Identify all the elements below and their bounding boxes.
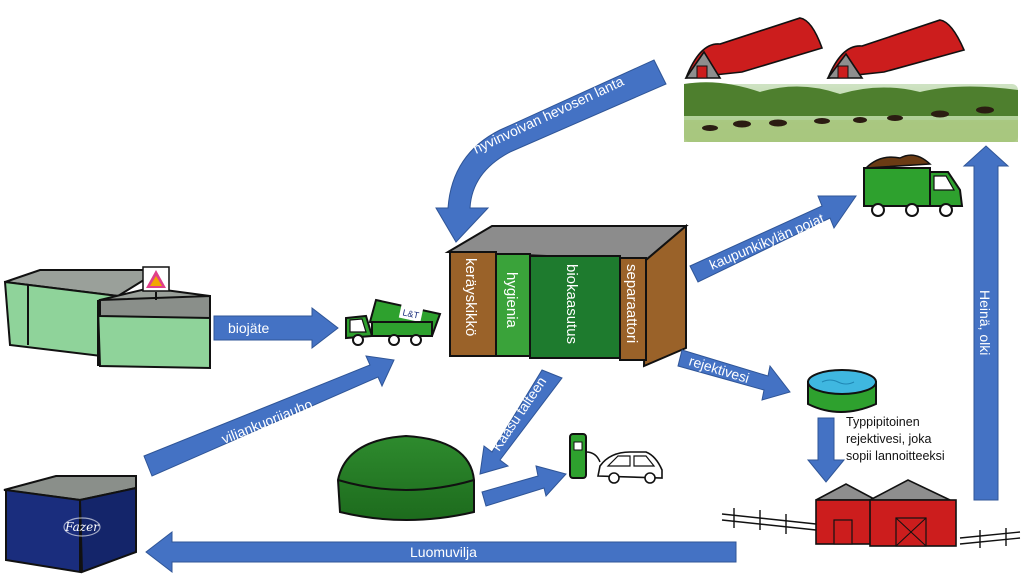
arrow-dome-to-pump	[481, 465, 567, 507]
note-line-2: rejektivesi, joka	[846, 432, 931, 446]
arrow-tank-down	[806, 417, 846, 483]
arrow-horse-manure	[435, 59, 667, 243]
label-organic-grain: Luomuvilja	[410, 544, 477, 560]
horse-pasture-photo	[684, 82, 1018, 142]
lt-garbage-truck: L&T	[345, 298, 442, 346]
arrow-organic-grain	[145, 530, 737, 574]
gas-car	[597, 451, 663, 484]
arrow-hay-straw	[962, 145, 1010, 501]
retail-store-building	[3, 266, 211, 370]
plant-section-separator: separaattori	[623, 264, 640, 343]
label-gas-recovery: Kaasu talteen	[488, 374, 549, 454]
label-reject-water: rejektivesi	[687, 353, 751, 387]
arrow-gas-recovery	[479, 369, 563, 475]
reject-water-note: Typpipitoinen rejektivesi, joka sopii la…	[846, 415, 945, 463]
label-city-boys: kaupunkikylän pojat	[707, 210, 827, 273]
arrow-reject-water	[677, 349, 791, 401]
biogas-plant: keräyskikkö hygienia biokaasutus separaa…	[444, 223, 689, 368]
arrow-grain-husk	[143, 355, 395, 477]
label-hay-straw: Heinä, olki	[977, 290, 993, 355]
fazer-logo: Fazer	[64, 520, 100, 534]
arrow-city-boys	[689, 195, 857, 283]
biogas-storage-dome	[336, 434, 475, 521]
label-biowaste: biojäte	[228, 320, 269, 336]
green-manure-truck	[863, 154, 964, 217]
fazer-factory-building: Fazer	[3, 475, 137, 574]
stable-barns-top	[684, 17, 966, 79]
lt-logo: L&T	[402, 307, 421, 320]
plant-section-hygiene: hygienia	[503, 272, 520, 329]
note-line-3: sopii lannoitteeksi	[846, 449, 945, 463]
plant-section-collection: keräyskikkö	[462, 258, 479, 336]
arrow-biowaste	[213, 306, 339, 350]
gas-pump	[569, 433, 601, 479]
reject-water-tank	[807, 369, 877, 413]
red-farm-barn	[721, 479, 1021, 548]
plant-section-biogasification: biokaasutus	[563, 264, 580, 344]
label-horse-manure: hyvinvoivan hevosen lanta	[471, 73, 627, 157]
note-line-1: Typpipitoinen	[846, 415, 920, 429]
